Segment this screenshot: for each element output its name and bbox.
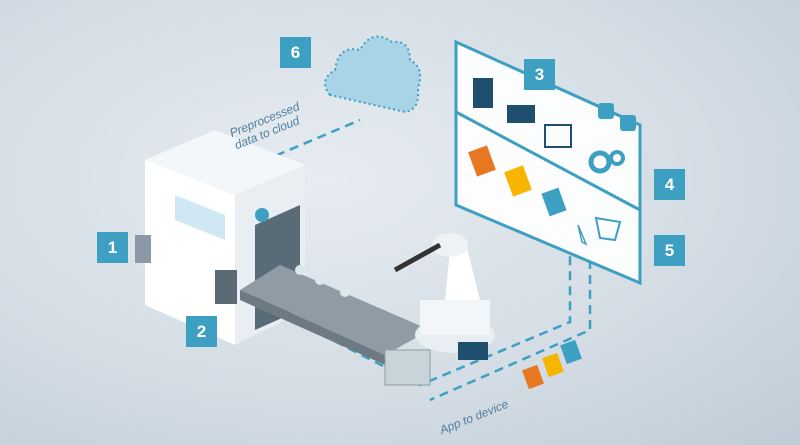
- badge-6: 6: [280, 37, 311, 68]
- badge-3: 3: [524, 59, 555, 90]
- badge-1: 1: [97, 232, 128, 263]
- robot-arm: [393, 233, 495, 360]
- conveyor: [240, 265, 431, 386]
- app-icons: [522, 339, 582, 390]
- dashboard-panel: [454, 39, 642, 286]
- badge-2: 2: [186, 316, 217, 347]
- badge-5: 5: [654, 235, 685, 266]
- badge-4: 4: [654, 169, 685, 200]
- cloud-icon: [324, 35, 422, 114]
